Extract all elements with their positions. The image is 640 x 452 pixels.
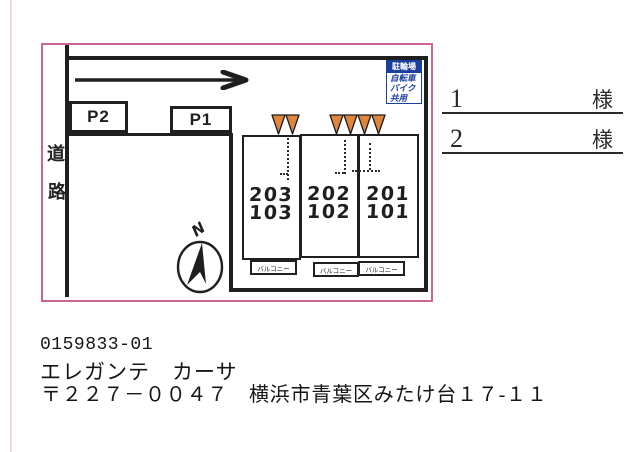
tenant-line-2: 2 様 xyxy=(442,124,623,154)
dashed-entry-path xyxy=(344,140,346,174)
bike-parking-sign-line-1: 自転車 xyxy=(390,73,416,83)
road-label-char-1: 道 xyxy=(47,144,65,164)
site-bottom-boundary-line xyxy=(229,288,428,292)
compass-n-label: N xyxy=(188,218,209,240)
tenant-honorific: 様 xyxy=(592,128,613,152)
parking-space-p1-label: P1 xyxy=(189,109,213,129)
unit-box-203-103: 203 103 xyxy=(242,135,301,260)
balcony-label: バルコニー xyxy=(365,266,398,274)
property-name: エレガンテ カーサ xyxy=(40,360,238,384)
site-left-boundary-line xyxy=(229,133,233,288)
scan-artifact-line xyxy=(10,0,12,452)
parking-row-line xyxy=(65,132,232,136)
bike-parking-sign-line-2: バイク xyxy=(390,83,416,93)
bike-parking-sign-header: 駐輪場 xyxy=(387,61,421,73)
tenant-honorific: 様 xyxy=(592,88,613,112)
tenant-line-1: 1 様 xyxy=(442,84,623,114)
unit-box-202-102: 202 102 xyxy=(300,134,359,258)
dashed-entry-path xyxy=(335,172,344,174)
parking-space-p2-label: P2 xyxy=(87,107,110,126)
balcony-box-2: バルコニー xyxy=(313,262,359,277)
document-code: 0159833-01 xyxy=(40,335,154,355)
balcony-label: バルコニー xyxy=(257,265,290,273)
unit-number-lower: 101 xyxy=(365,200,412,223)
parking-space-p1: P1 xyxy=(170,106,232,133)
dashed-entry-path xyxy=(287,138,289,180)
site-right-boundary-line xyxy=(424,56,428,292)
north-compass-icon: N xyxy=(176,218,224,294)
road-label-char-2: 路 xyxy=(48,182,66,202)
entrance-marker-triangles-icon xyxy=(271,114,386,135)
dashed-entry-path xyxy=(352,170,380,172)
unit-number-lower: 103 xyxy=(248,201,295,224)
tenant-number: 1 xyxy=(450,84,463,113)
road-edge-line xyxy=(65,45,69,297)
balcony-label: バルコニー xyxy=(319,267,353,275)
unit-box-201-101: 201 101 xyxy=(358,134,419,258)
balcony-box-1: バルコニー xyxy=(250,260,297,275)
site-plan-frame xyxy=(41,43,433,302)
balcony-box-3: バルコニー xyxy=(358,261,405,276)
unit-number-lower: 102 xyxy=(306,200,353,223)
bike-parking-sign-line-3: 共用 xyxy=(390,93,408,103)
bike-parking-sign: 駐輪場 自転車 バイク 共用 xyxy=(386,60,422,104)
dashed-entry-path xyxy=(369,143,371,170)
site-top-boundary-line xyxy=(65,56,427,60)
dashed-entry-path xyxy=(280,173,288,175)
parking-space-p2: P2 xyxy=(69,101,128,133)
property-address: 〒２２７－００４７ 横浜市青葉区みたけ台１７-１１ xyxy=(41,384,548,406)
direction-arrow-icon xyxy=(75,70,249,90)
tenant-number: 2 xyxy=(450,124,463,153)
